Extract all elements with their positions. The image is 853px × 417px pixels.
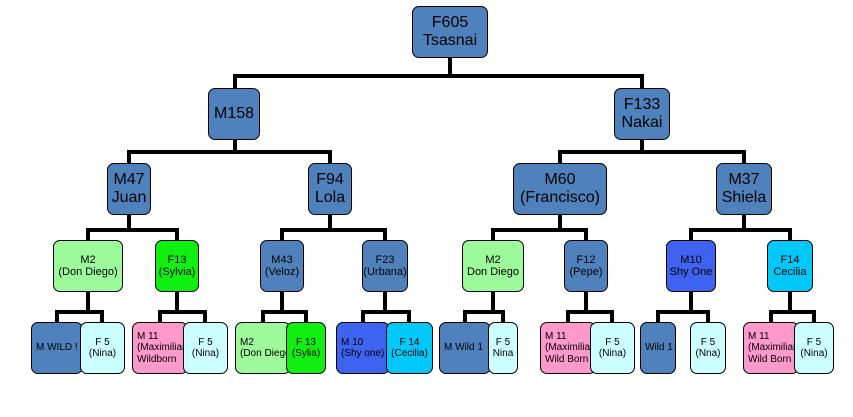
node-label: M 11 [137, 331, 159, 343]
node-label: F13 [167, 253, 187, 266]
node-label: M37 [728, 171, 760, 189]
node-label: Wild Born [748, 353, 792, 365]
node-l5: M2(Don Diego [235, 322, 291, 374]
node-label: (Maximilian [748, 342, 799, 354]
node-label: M2 [240, 336, 254, 348]
node-l6: F 13(Sylia) [286, 322, 326, 374]
node-label: (Maximilian [545, 342, 596, 354]
node-m60: M60(Francisco) [513, 163, 607, 215]
node-label: (Don Diego [240, 348, 291, 359]
node-label: Nakai [621, 114, 663, 131]
node-label: (Nina) [88, 348, 117, 359]
node-l16: F 5(Nina) [794, 322, 834, 374]
node-m2a: M2(Don Diego) [53, 240, 123, 292]
node-label: Shy One [669, 266, 713, 278]
node-label: (Maximilian [137, 342, 188, 354]
node-label: M60 [544, 171, 576, 189]
node-l2: F 5(Nina) [80, 322, 125, 374]
node-label: F 5 [605, 336, 620, 348]
node-label: (Sylia) [291, 348, 321, 359]
node-l7: M 10(Shy one) [336, 322, 390, 374]
node-label: M158 [213, 105, 255, 123]
node-label: M 10 [341, 336, 364, 348]
node-label: Wildborn [137, 353, 177, 365]
node-label: (Pepe) [569, 266, 603, 278]
node-label: F14 [780, 253, 800, 266]
node-l12: F 5(Nina) [590, 322, 635, 374]
node-label: F 14 [399, 336, 420, 348]
node-l13: Wild 1 [640, 322, 676, 374]
node-label: Juan [111, 189, 147, 206]
node-label: M Wild 1 [444, 342, 483, 354]
node-label: F23 [375, 253, 395, 266]
node-label: F 5 [700, 336, 716, 348]
node-label: (Shy one) [341, 348, 385, 359]
node-label: Wild 1 [645, 342, 673, 354]
node-label: Tsasnai [422, 32, 478, 49]
node-label: Nina [492, 348, 514, 359]
node-label: M2 [80, 253, 96, 266]
node-label: M 11 [748, 331, 770, 343]
node-label: Cecilia [773, 266, 807, 278]
node-label: F12 [576, 253, 596, 266]
node-label: M2 [485, 253, 501, 266]
node-label: M47 [113, 171, 145, 189]
node-l8: F 14(Cecilia) [386, 322, 433, 374]
node-label: Wild Born [545, 353, 589, 365]
node-m158: M158 [208, 88, 260, 140]
node-label: (Francisco) [519, 189, 600, 206]
node-label: F 5 [95, 336, 110, 348]
node-label: M43 [271, 253, 293, 266]
node-label: F133 [623, 96, 661, 114]
node-label: Shiela [721, 189, 767, 206]
node-label: F 5 [495, 336, 511, 348]
node-label: (Nina) [191, 348, 220, 359]
node-l1: M WILD ! [31, 322, 83, 374]
node-l9: M Wild 1 [439, 322, 491, 374]
node-label: (Nna) [695, 348, 721, 359]
node-label: (Cecilia) [391, 348, 428, 359]
node-label: M WILD ! [36, 342, 78, 354]
node-label: F 13 [295, 336, 316, 348]
node-f23: F23(Urbana) [362, 240, 408, 292]
node-f13a: F13(Sylvia) [155, 240, 199, 292]
node-label: M 11 [545, 331, 567, 343]
node-m43: M43(Veloz) [260, 240, 304, 292]
node-label: (Sylvia) [158, 266, 196, 278]
node-label: (Veloz) [264, 266, 300, 278]
connector-lines [55, 56, 816, 324]
node-label: (Urbana) [363, 266, 407, 278]
node-label: M10 [680, 253, 702, 266]
node-l4: F 5(Nina) [183, 322, 228, 374]
node-label: (Nina) [800, 348, 828, 359]
node-l14: F 5(Nna) [690, 322, 726, 374]
node-label: F94 [316, 171, 344, 189]
node-label: Lola [314, 189, 346, 206]
node-label: F 5 [198, 336, 213, 348]
node-label: (Nina) [598, 348, 627, 359]
node-label: Don Diego [467, 266, 519, 278]
node-label: (Don Diego) [58, 266, 118, 278]
node-label: F605 [431, 14, 469, 32]
node-label: F 5 [806, 336, 822, 348]
node-f12: F12(Pepe) [564, 240, 608, 292]
